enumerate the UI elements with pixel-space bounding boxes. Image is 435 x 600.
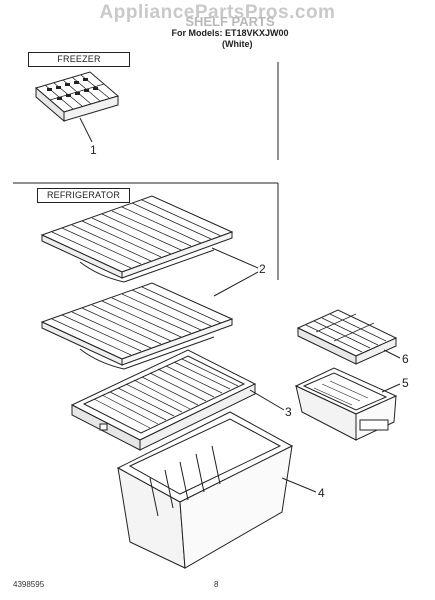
crisper-cover <box>70 349 257 451</box>
leader-3 <box>249 389 285 411</box>
refrigerator-section-label: REFRIGERATOR <box>37 188 130 203</box>
callout-1: 1 <box>90 143 97 157</box>
callout-3: 3 <box>285 405 292 419</box>
wire-shelf-upper <box>40 195 234 283</box>
small-crisper-pan <box>294 367 398 441</box>
leader-2b <box>213 271 259 297</box>
callout-6: 6 <box>402 352 409 366</box>
callout-4: 4 <box>318 486 325 500</box>
leader-2a <box>211 247 259 269</box>
page-title: SHELF PARTS <box>185 14 275 29</box>
model-line: For Models: ET18VKXJW00 <box>171 28 289 38</box>
callout-2: 2 <box>259 262 266 276</box>
callout-5: 5 <box>402 376 409 390</box>
ice-tray <box>34 71 120 123</box>
leader-5 <box>381 383 401 393</box>
color-label: (White) <box>222 39 253 49</box>
freezer-section-label: FREEZER <box>28 52 130 67</box>
leader-6 <box>383 349 401 359</box>
page-number: 8 <box>214 580 219 589</box>
wire-shelf-lower <box>40 282 234 370</box>
watermark: AppliancePartsPros.com <box>99 2 336 23</box>
doc-number: 4398595 <box>13 580 45 589</box>
leader-4 <box>281 477 317 493</box>
small-crisper-cover <box>296 309 398 365</box>
leader-1 <box>79 117 93 143</box>
crisper-pan <box>116 411 294 569</box>
